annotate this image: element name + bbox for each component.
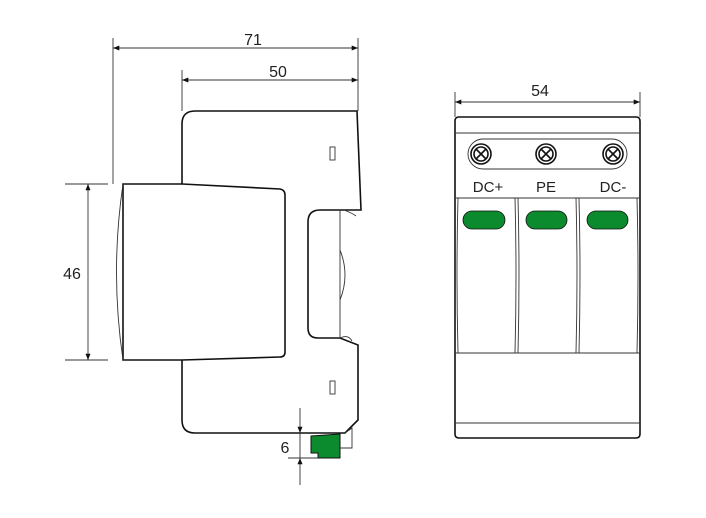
pole-label-dc-plus: DC+ <box>473 179 504 196</box>
rail-clip-bottom <box>339 336 353 342</box>
screw-icon-1 <box>470 143 492 165</box>
dim-label-71: 71 <box>244 32 262 49</box>
module-divider-2 <box>575 197 581 354</box>
pole-label-dc-minus: DC- <box>600 179 627 196</box>
dim-label-46: 46 <box>63 266 81 283</box>
screw-icon-2 <box>535 143 557 165</box>
slot-icon-top <box>329 146 336 161</box>
status-indicator-1 <box>462 210 506 230</box>
cover-curve <box>116 183 124 361</box>
dim-label-50: 50 <box>269 64 287 81</box>
slot-icon-bottom <box>329 380 336 395</box>
screw-icon-3 <box>602 143 624 165</box>
module-side-edges <box>456 197 639 354</box>
dim-label-54: 54 <box>531 83 549 100</box>
screw-strip <box>467 138 628 170</box>
status-indicator-3 <box>586 210 629 230</box>
rail-arc <box>339 249 346 301</box>
module-divider-1 <box>514 197 520 354</box>
front-view: 54 DC+ PE DC- <box>454 83 641 439</box>
rail-clip-top <box>343 209 357 217</box>
terminal-bracket <box>340 427 353 449</box>
dim-label-6: 6 <box>281 440 290 457</box>
side-view: 71 50 46 6 <box>63 32 362 485</box>
green-terminal <box>310 433 341 459</box>
status-indicator-2 <box>525 210 568 230</box>
front-body-outline <box>454 116 641 439</box>
front-cover <box>122 183 286 361</box>
pole-label-pe: PE <box>536 179 556 196</box>
